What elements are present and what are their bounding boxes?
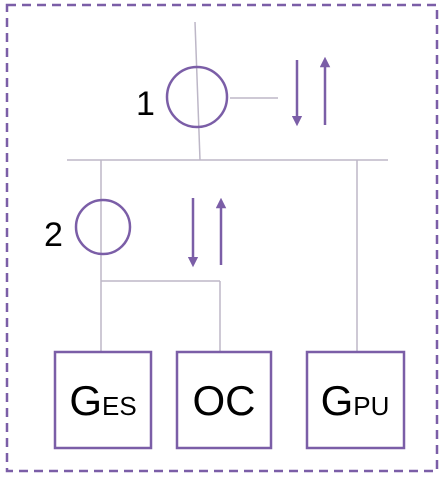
transformer-1-circle [165, 65, 229, 129]
block-gpu-label: GPU [321, 377, 390, 424]
block-gpu: GPU [305, 350, 406, 450]
block-gpu-box [305, 350, 406, 450]
block-ges-label: GES [69, 377, 136, 424]
flow-arrows-upper [291, 56, 331, 127]
block-ges: GES [53, 350, 153, 450]
block-ges-box [53, 350, 153, 450]
wiring [67, 21, 388, 352]
top-feeder-wire [194, 21, 201, 161]
outer-frame [5, 3, 439, 473]
block-oc: OC [175, 350, 273, 450]
block-oc-box [175, 350, 273, 450]
transformer-1-label: 1 [136, 85, 155, 123]
transformer-1: 1 [136, 65, 229, 129]
transformer-2-label: 2 [44, 216, 63, 254]
transformer-2: 2 [44, 198, 132, 256]
block-oc-label: OC [193, 377, 256, 424]
flow-arrows-lower [187, 197, 227, 268]
transformer-2-circle [74, 198, 132, 256]
